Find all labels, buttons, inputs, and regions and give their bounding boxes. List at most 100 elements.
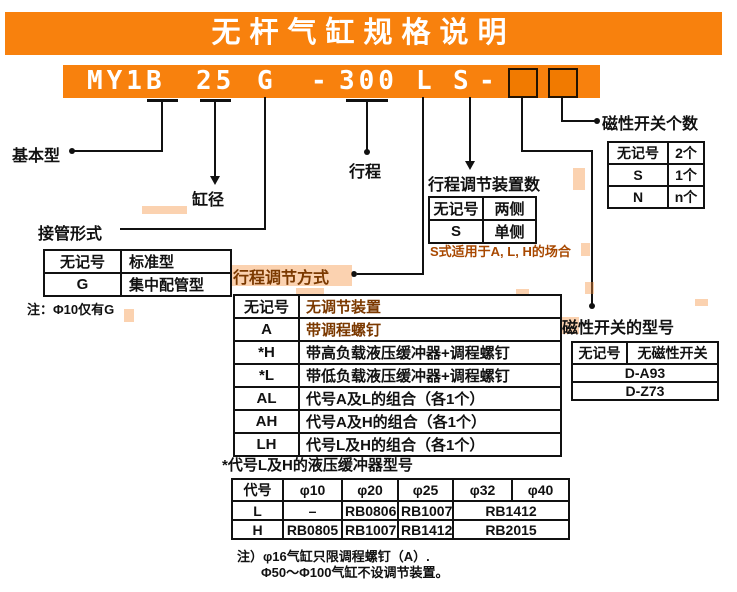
model-part-adjust: L	[416, 66, 436, 96]
table-cell: L	[231, 500, 284, 521]
table-cell: *H	[233, 340, 300, 365]
table-cell: 无记号	[43, 249, 122, 274]
leader-line	[264, 97, 266, 230]
table-cell: φ32	[452, 478, 513, 502]
table-cell: RB0806	[341, 500, 399, 521]
model-part-piping: G	[257, 66, 277, 96]
table-cell: 无记号	[428, 196, 484, 221]
table-cell: N	[607, 185, 669, 209]
model-part-side: S	[453, 66, 473, 96]
table-cell: φ20	[341, 478, 399, 502]
table-cell: 两侧	[482, 196, 537, 221]
leader-line	[74, 150, 163, 152]
leader-line	[561, 97, 563, 122]
table-cell: φ40	[511, 478, 570, 502]
leader-dot	[351, 271, 357, 277]
leader-line	[561, 120, 597, 122]
model-part-stroke: 300	[339, 66, 398, 96]
table-cell: 无记号	[571, 341, 628, 365]
table-cell: H	[231, 519, 284, 540]
leader-line	[366, 99, 368, 152]
label-adjust-count: 行程调节装置数	[428, 177, 541, 194]
piping-note: 注：Φ10仅有G	[27, 302, 115, 317]
label-adjust-method: 行程调节方式	[233, 270, 330, 287]
table-cell: φ25	[397, 478, 454, 502]
table-cell: D-Z73	[571, 381, 719, 401]
model-part-dash: -	[311, 66, 331, 96]
leader-arrow	[210, 176, 220, 185]
table-cell: 无记号	[233, 294, 300, 319]
page-title: 无杆气缸规格说明	[5, 12, 722, 55]
table-cell: AL	[233, 386, 300, 411]
table-cell: *L	[233, 363, 300, 388]
bottom-note-2: Φ50～Φ100气缸不设调节装置。	[261, 565, 449, 580]
model-part-dash2: -	[479, 66, 499, 96]
highlight-mark	[124, 309, 134, 322]
table-cell: RB2015	[452, 519, 570, 540]
table-cell: S	[607, 163, 669, 187]
table-cell: φ10	[282, 478, 343, 502]
table-cell: 单侧	[482, 219, 537, 244]
table-cell: 标准型	[120, 249, 232, 274]
highlight-mark	[695, 299, 708, 306]
leader-line	[521, 150, 593, 152]
model-code-banner: MY1B 25 G - 300 L S -	[63, 65, 600, 98]
adjust-count-note: S式适用于A, L, H的场合	[430, 244, 571, 259]
label-basic-type: 基本型	[12, 148, 61, 165]
table-cell: 无记号	[607, 141, 669, 165]
table-cell: 代号	[231, 478, 284, 502]
leader-line	[422, 97, 424, 275]
leader-line	[161, 99, 163, 152]
table-cell: 带低负载液压缓冲器+调程螺钉	[298, 363, 562, 388]
model-part-bore: 25	[196, 66, 236, 96]
model-part-series: MY1B	[87, 66, 166, 96]
buffer-table-caption: *代号L及H的液压缓冲器型号	[222, 457, 413, 474]
table-cell: 2个	[667, 141, 705, 165]
table-cell: RB0805	[282, 519, 343, 540]
table-cell: 代号A及H的组合（各1个）	[298, 409, 562, 434]
option-box-1	[508, 68, 538, 98]
table-cell: AH	[233, 409, 300, 434]
table-cell: –	[282, 500, 343, 521]
leader-line	[521, 97, 523, 152]
label-switch-count: 磁性开关个数	[602, 116, 699, 133]
adjust-method-table: 无记号 无调节装置 A 带调程螺钉 *H 带高负载液压缓冲器+调程螺钉 *L 带…	[233, 294, 562, 457]
label-switch-model: 磁性开关的型号	[562, 320, 675, 337]
table-cell: D-A93	[571, 363, 719, 383]
leader-arrow	[465, 161, 475, 170]
table-cell: S	[428, 219, 484, 244]
leader-line	[591, 150, 593, 308]
highlight-mark	[573, 168, 585, 190]
leader-dot	[594, 118, 600, 124]
table-cell: 带调程螺钉	[298, 317, 562, 342]
table-cell: n个	[667, 185, 705, 209]
table-cell: A	[233, 317, 300, 342]
switch-count-table: 无记号 2个 S 1个 N n个	[607, 141, 705, 209]
table-cell: RB1412	[397, 519, 454, 540]
option-box-2	[548, 68, 578, 98]
table-cell: 带高负载液压缓冲器+调程螺钉	[298, 340, 562, 365]
leader-dot	[589, 303, 595, 309]
highlight-mark	[142, 206, 187, 214]
leader-line	[357, 273, 424, 275]
table-cell: G	[43, 272, 122, 297]
highlight-mark	[581, 243, 590, 256]
buffer-model-table: 代号 φ10 φ20 φ25 φ32 φ40 L – RB0806 RB1007…	[231, 478, 570, 540]
table-cell: 无调节装置	[298, 294, 562, 319]
table-cell: 代号A及L的组合（各1个）	[298, 386, 562, 411]
leader-line	[120, 228, 266, 230]
leader-dot	[364, 149, 370, 155]
table-cell: RB1412	[452, 500, 570, 521]
leader-dot	[69, 148, 75, 154]
leader-line	[469, 97, 471, 163]
label-stroke: 行程	[349, 164, 382, 181]
table-cell: 代号L及H的组合（各1个）	[298, 432, 562, 457]
label-bore: 缸径	[192, 192, 225, 209]
label-piping-type: 接管形式	[38, 226, 103, 243]
table-cell: LH	[233, 432, 300, 457]
table-cell: RB1007	[341, 519, 399, 540]
table-cell: 1个	[667, 163, 705, 187]
piping-type-table: 无记号 标准型 G 集中配管型	[43, 249, 232, 297]
table-cell: 无磁性开关	[626, 341, 719, 365]
